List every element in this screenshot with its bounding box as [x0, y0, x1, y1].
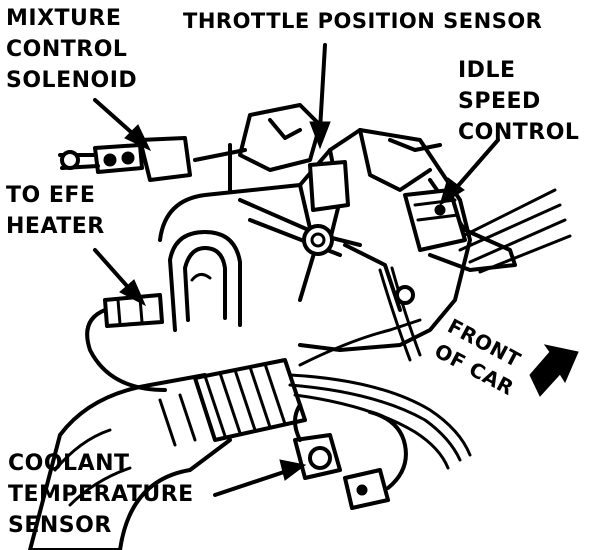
label-idle-speed-control: IDLE SPEED CONTROL	[458, 58, 580, 145]
label-throttle-position-sensor: THROTTLE POSITION SENSOR	[183, 9, 543, 33]
label-mixture-control-solenoid: MIXTURE CONTROL SOLENOID	[6, 6, 138, 93]
throttle-position-sensor	[302, 160, 350, 256]
leader-arrows	[93, 43, 500, 497]
idle-speed-control	[403, 188, 467, 252]
wiring-harness	[288, 266, 472, 470]
label-coolant-temperature-sensor: COOLANT TEMPERATURE SENSOR	[8, 451, 194, 538]
front-of-car-arrow	[529, 344, 579, 397]
hose-clamp	[193, 358, 307, 442]
efe-heater-loop	[85, 230, 242, 392]
coolant-hose	[28, 373, 232, 550]
label-to-efe-heater: TO EFE HEATER	[6, 183, 105, 239]
mixture-control-solenoid	[58, 136, 192, 182]
